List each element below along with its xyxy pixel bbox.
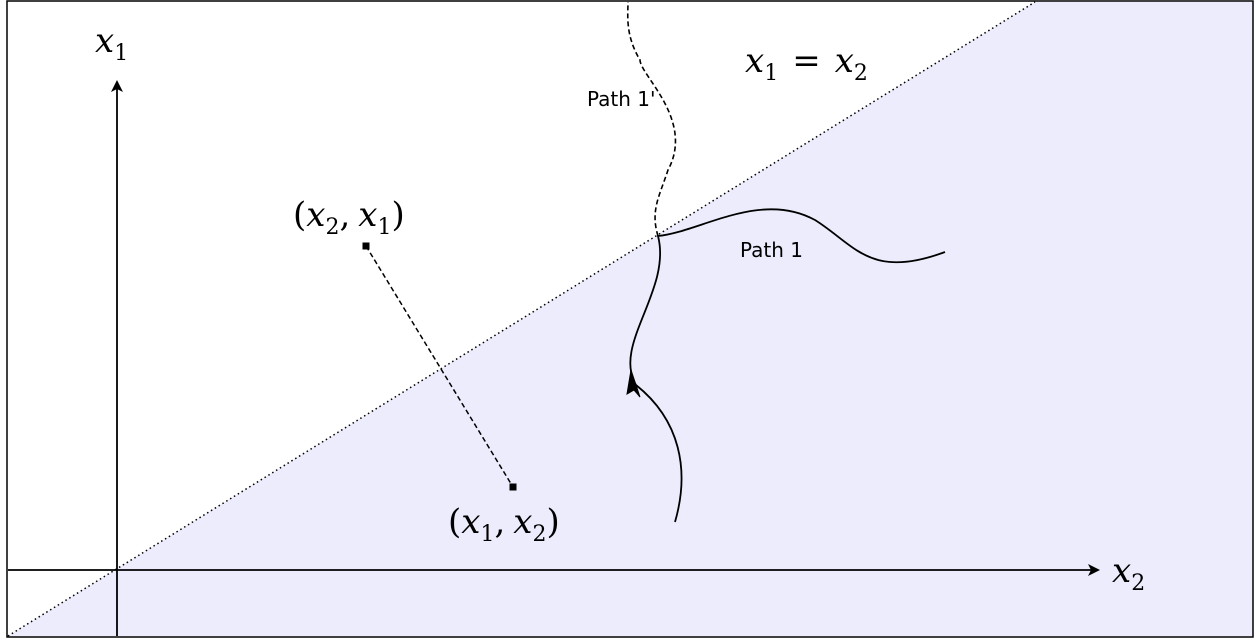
reflection-segment [365,245,514,488]
path-1-prime-label: Path 1' [587,87,656,111]
point-lower-label: (x1,x2) [448,502,560,547]
point-lower-marker [509,483,517,491]
path-1-prime-curve [626,1,677,237]
y-axis-label: x1 [95,21,128,66]
frame-border [6,0,1254,638]
path-1-arrowhead [626,369,641,398]
path-1-label: Path 1 [740,238,803,262]
point-upper-marker [362,242,370,250]
diagonal-label: x1=x2 [745,41,868,86]
x-axis-label: x2 [1112,551,1145,596]
point-upper-label: (x2,x1) [293,195,405,240]
diagonal-line [7,1,1036,637]
shaded-region [8,2,1253,636]
